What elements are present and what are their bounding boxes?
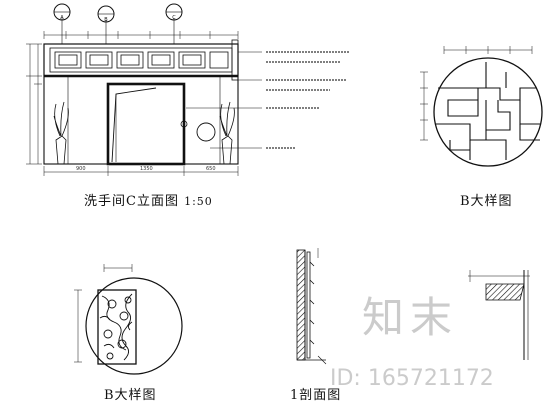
elevation-title-text: 洗手间C立面图 bbox=[84, 194, 179, 209]
plant-left-icon bbox=[53, 101, 69, 165]
marker-letter: C bbox=[172, 15, 176, 21]
doorway bbox=[106, 82, 188, 166]
watermark-brand: 知末 bbox=[362, 293, 459, 342]
partial-detail-drawing bbox=[468, 270, 530, 360]
dim-label: 1350 bbox=[140, 166, 153, 172]
detail-b2-title: B大样图 bbox=[104, 388, 157, 403]
elevation-c-drawing bbox=[26, 3, 350, 176]
section-1-title: 1剖面图 bbox=[290, 388, 342, 403]
fretwork-pattern bbox=[436, 62, 540, 160]
note-lines bbox=[266, 51, 350, 149]
detail-b-title: B大样图 bbox=[460, 194, 513, 209]
marker-letter: B bbox=[104, 17, 108, 23]
carved-ornament bbox=[99, 293, 133, 361]
elevation-c-title: 洗手间C立面图 1:50 bbox=[84, 190, 213, 209]
dim-label: 650 bbox=[206, 166, 216, 172]
elevation-scale-text: 1:50 bbox=[184, 195, 213, 208]
marker-letters: A B C bbox=[60, 15, 176, 23]
plant-right-icon bbox=[219, 101, 235, 165]
lattice-frieze bbox=[49, 47, 233, 73]
dim-label: 900 bbox=[76, 166, 86, 172]
detail-b-drawing bbox=[420, 46, 543, 167]
section-1-drawing bbox=[296, 248, 327, 365]
marker-letter: A bbox=[60, 15, 64, 21]
elevation-markers bbox=[53, 3, 183, 44]
detail-b2-drawing bbox=[74, 264, 183, 375]
elevation-dim-texts: 900 1350 650 bbox=[76, 166, 216, 172]
watermark-id: ID: 165721172 bbox=[330, 366, 494, 391]
